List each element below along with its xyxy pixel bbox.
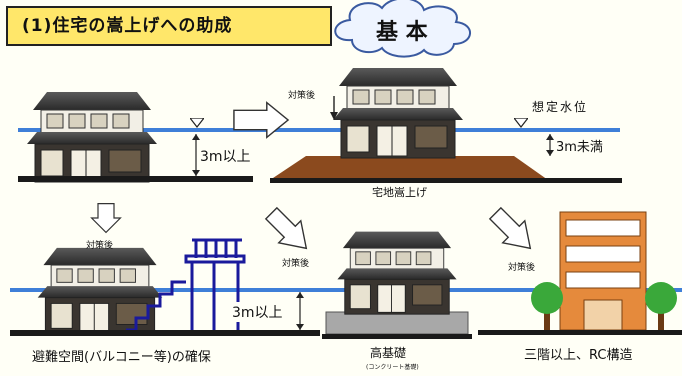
label-concrete: (コンクリート基礎) xyxy=(366,364,419,371)
cloud-shape xyxy=(334,0,471,58)
embankment xyxy=(270,156,548,180)
label-taisakugo-1: 対策後 xyxy=(288,91,316,101)
ground-1 xyxy=(18,176,253,182)
section-title: (1)住宅の嵩上げへの助成 xyxy=(6,6,332,46)
ground-5 xyxy=(478,330,682,335)
arrow-diagonal-2 xyxy=(489,207,532,250)
label-kokiso: 高基礎 xyxy=(370,346,407,360)
house-before xyxy=(26,91,158,183)
ground-3 xyxy=(10,330,320,336)
high-foundation xyxy=(325,311,469,335)
cloud-label: 基 本 xyxy=(376,20,428,45)
rc-building xyxy=(559,211,647,331)
tree-right xyxy=(645,282,677,330)
house-high-foundation xyxy=(336,231,458,315)
label-taisakugo-4: 対策後 xyxy=(508,263,536,273)
ground-2 xyxy=(270,178,622,183)
label-sankai: 三階以上、RC構造 xyxy=(524,348,633,363)
house-raised-ground xyxy=(332,67,464,159)
house-with-balcony xyxy=(37,247,163,335)
label-depth-3m-over-1: 3m以上 xyxy=(200,149,251,165)
arrow-down xyxy=(90,203,122,233)
label-hinan: 避難空間(バルコニー等)の確保 xyxy=(32,350,211,365)
label-depth-3m-under: 3m未満 xyxy=(556,140,603,155)
label-depth-3m-over-2: 3m以上 xyxy=(232,302,283,322)
arrow-right-1 xyxy=(233,101,289,139)
label-taisakugo-3: 対策後 xyxy=(282,259,310,269)
water-level-line-top xyxy=(18,128,620,132)
label-takuchi: 宅地嵩上げ xyxy=(372,186,427,199)
arrow-diagonal-1 xyxy=(265,207,308,250)
label-sotei-suii: 想定水位 xyxy=(532,100,589,114)
tree-left xyxy=(531,282,563,330)
water-marker-2 xyxy=(514,118,528,128)
label-taisakugo-2: 対策後 xyxy=(86,241,114,251)
ground-4 xyxy=(322,334,472,339)
water-marker-1 xyxy=(190,118,204,128)
